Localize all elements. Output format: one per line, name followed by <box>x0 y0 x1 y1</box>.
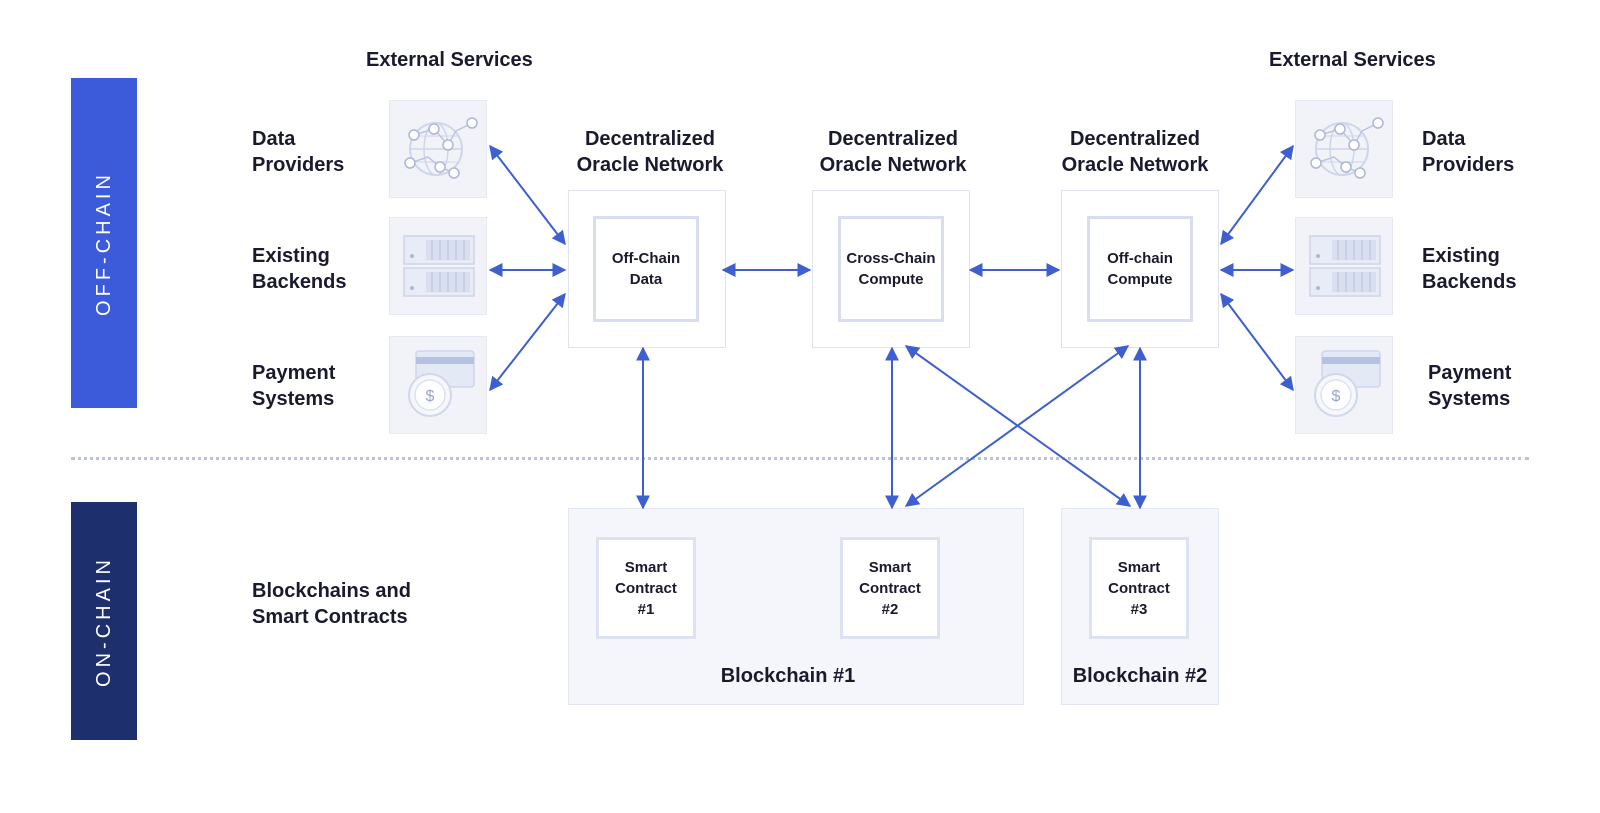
smart-contract-2-label: Smart Contract #2 <box>859 558 921 618</box>
offchain-onchain-divider <box>71 457 1529 460</box>
cross-chain-compute-label: Cross-Chain Compute <box>846 250 936 288</box>
offchain-data-label: Off-Chain Data <box>611 250 681 288</box>
smart-contract-1: Smart Contract #1 <box>596 537 696 639</box>
coin-card-icon: $ <box>1314 350 1381 417</box>
right-data-providers-tile <box>1295 100 1393 198</box>
left-label-blockchains: Blockchains and Smart Contracts <box>252 580 411 628</box>
onchain-band: ON-CHAIN <box>71 502 137 740</box>
right-label-data-providers: Data Providers <box>1422 128 1515 176</box>
arrow-oracle-3-to-contract-2 <box>904 345 1130 507</box>
external-services-title-right: External Services <box>1269 49 1436 71</box>
left-label-payment-systems: Payment Systems <box>252 362 336 410</box>
payment-dollar-sign: $ <box>1332 388 1341 405</box>
right-label-payment-systems: Payment Systems <box>1428 362 1512 410</box>
smart-contract-3-label: Smart Contract #3 <box>1108 558 1170 618</box>
blockchain-2: Smart Contract #3 Blockchain #2 <box>1061 508 1219 705</box>
left-payment-systems-tile: $ <box>389 336 487 434</box>
network-globe-icon <box>404 117 478 179</box>
server-rack-icon <box>403 235 475 297</box>
server-rack-icon <box>1309 235 1381 297</box>
smart-contract-3: Smart Contract #3 <box>1089 537 1189 639</box>
payment-dollar-sign: $ <box>426 388 435 405</box>
offchain-compute-node: Off-chain Compute <box>1087 216 1193 322</box>
blockchain-1: Smart Contract #1 Smart Contract #2 Bloc… <box>568 508 1024 705</box>
blockchain-2-label: Blockchain #2 <box>1072 665 1208 687</box>
smart-contract-1-label: Smart Contract #1 <box>615 558 677 618</box>
left-data-providers-tile <box>389 100 487 198</box>
coin-card-icon: $ <box>408 350 475 417</box>
oracle-network-title-1: Decentralized Oracle Network <box>576 128 724 176</box>
network-globe-icon <box>1310 117 1384 179</box>
left-existing-backends-tile <box>389 217 487 315</box>
cross-chain-compute-node: Cross-Chain Compute <box>838 216 944 322</box>
oracle-network-box-3: Off-chain Compute <box>1061 190 1219 348</box>
left-label-data-providers: Data Providers <box>252 128 345 176</box>
right-label-existing-backends: Existing Backends <box>1422 245 1517 293</box>
offchain-data-node: Off-Chain Data <box>593 216 699 322</box>
arrow-payment-to-oracle-1 <box>489 292 566 392</box>
oracle-network-title-3: Decentralized Oracle Network <box>1061 128 1209 176</box>
oracle-network-title-2: Decentralized Oracle Network <box>819 128 967 176</box>
right-existing-backends-tile <box>1295 217 1393 315</box>
left-label-existing-backends: Existing Backends <box>252 245 347 293</box>
arrow-data-providers-to-oracle-1 <box>489 144 566 246</box>
arrow-oracle-3-to-right-data <box>1220 144 1294 246</box>
arrow-oracle-3-to-right-payment <box>1220 292 1294 392</box>
offchain-compute-label: Off-chain Compute <box>1107 250 1173 288</box>
smart-contract-2: Smart Contract #2 <box>840 537 940 639</box>
external-services-title-left: External Services <box>366 49 533 71</box>
offchain-band: OFF-CHAIN <box>71 78 137 408</box>
oracle-network-box-2: Cross-Chain Compute <box>812 190 970 348</box>
oracle-network-box-1: Off-Chain Data <box>568 190 726 348</box>
right-payment-systems-tile: $ <box>1295 336 1393 434</box>
blockchain-1-label: Blockchain #1 <box>720 665 856 687</box>
